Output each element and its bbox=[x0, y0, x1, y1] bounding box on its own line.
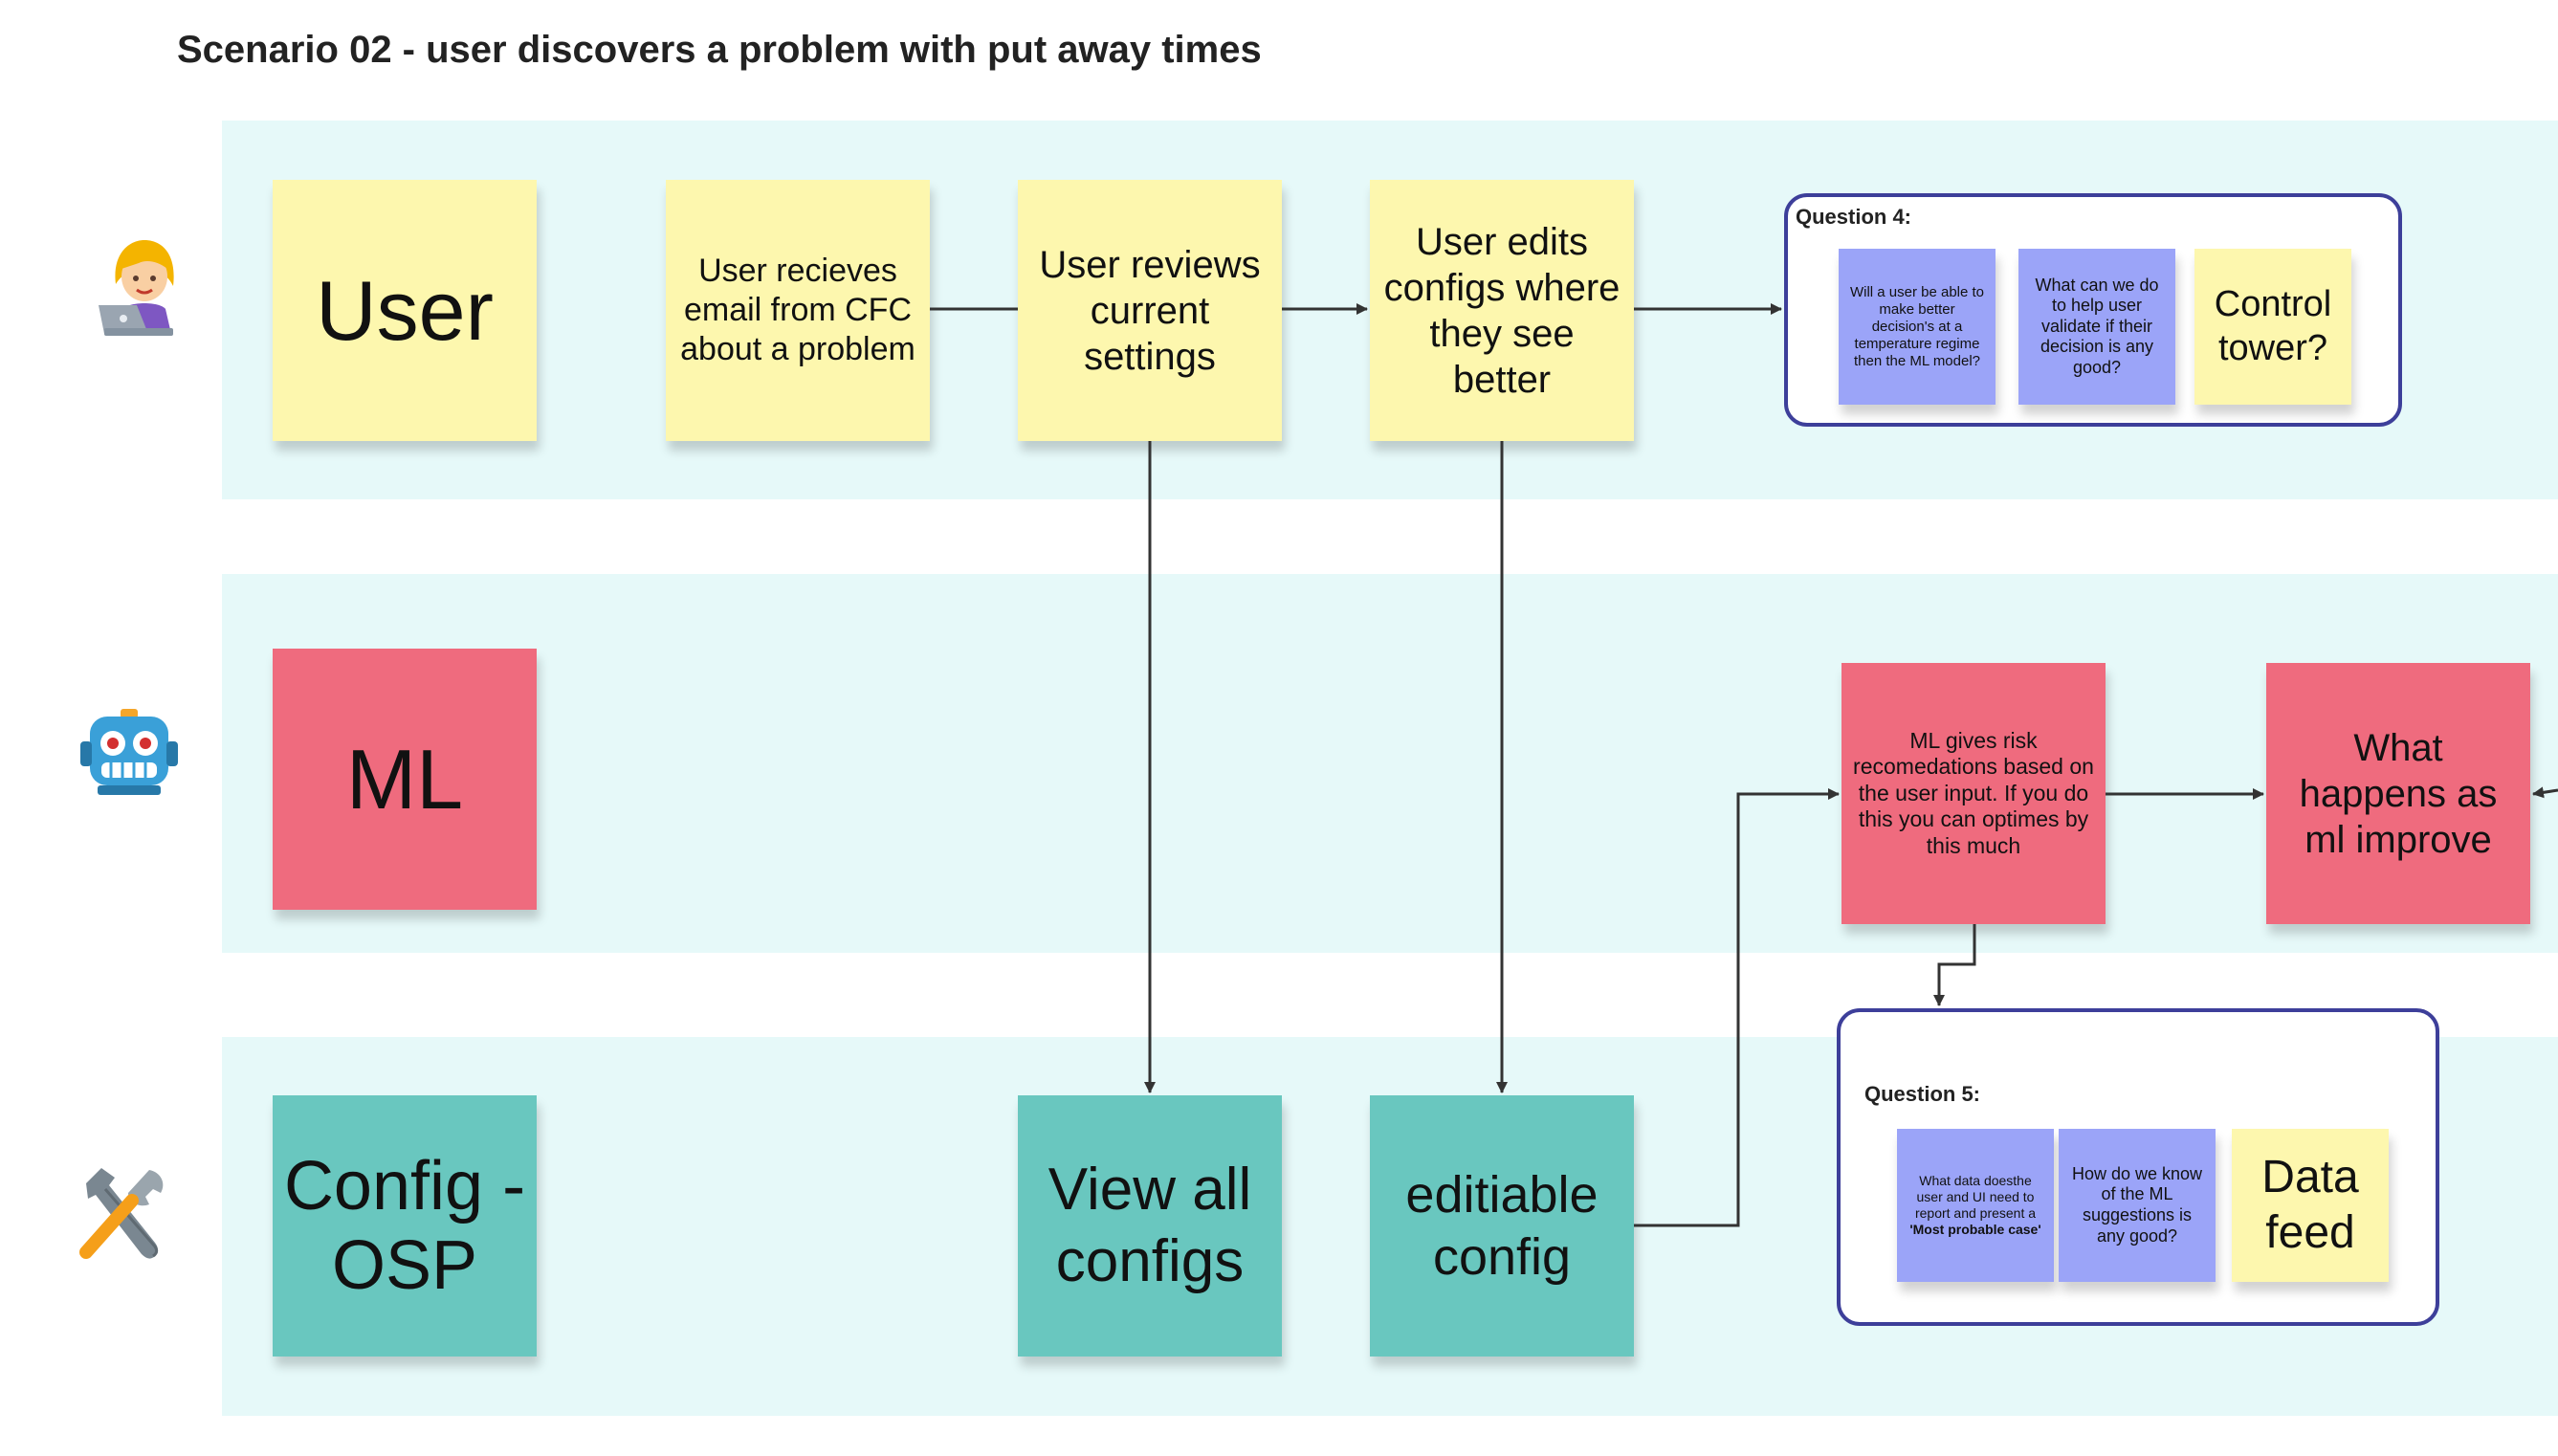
question-5-label: Question 5: bbox=[1864, 1082, 1981, 1106]
question-4-note-3: Control tower? bbox=[2194, 249, 2351, 405]
lane-label-user: User bbox=[273, 180, 537, 441]
question-4-note-1: Will a user be able to make better decis… bbox=[1839, 249, 1996, 405]
question-4-note-2: What can we do to help user validate if … bbox=[2018, 249, 2175, 405]
question-4-label: Question 4: bbox=[1796, 205, 1912, 229]
question-5-note-1: What data doesthe user and UI need to re… bbox=[1897, 1129, 2054, 1282]
woman-technologist-icon bbox=[99, 240, 174, 336]
note-receive-email: User recieves email from CFC about a pro… bbox=[666, 180, 930, 441]
note-editable-config: editiable config bbox=[1370, 1095, 1634, 1357]
connector-editable-config-to-ml-risk bbox=[1634, 788, 1840, 1227]
page-title: Scenario 02 - user discovers a problem w… bbox=[177, 29, 1262, 71]
note-ml-risk: ML gives risk recomedations based on the… bbox=[1841, 663, 2106, 924]
connector-ml-risk-to-question-5 bbox=[1933, 924, 1976, 1006]
question-5-note-1-text: What data doesthe user and UI need to re… bbox=[1914, 1173, 2037, 1221]
note-view-configs: View all configs bbox=[1018, 1095, 1282, 1357]
question-5-note-2: How do we know of the ML suggestions is … bbox=[2059, 1129, 2216, 1282]
lane-label-ml: ML bbox=[273, 649, 537, 910]
connector-offscreen-to-ml-improve bbox=[2532, 786, 2558, 799]
lane-label-config: Config - OSP bbox=[273, 1095, 537, 1357]
question-5-note-1-bold: 'Most probable case' bbox=[1909, 1221, 2041, 1237]
note-ml-improve: What happens as ml improve bbox=[2266, 663, 2530, 924]
note-edit-configs: User edits configs where they see better bbox=[1370, 180, 1634, 441]
hammer-and-wrench-icon bbox=[79, 1168, 164, 1259]
note-review-settings: User reviews current settings bbox=[1018, 180, 1282, 441]
robot-icon bbox=[80, 709, 178, 795]
question-5-note-3: Data feed bbox=[2232, 1129, 2389, 1282]
lane-ml bbox=[222, 574, 2558, 953]
